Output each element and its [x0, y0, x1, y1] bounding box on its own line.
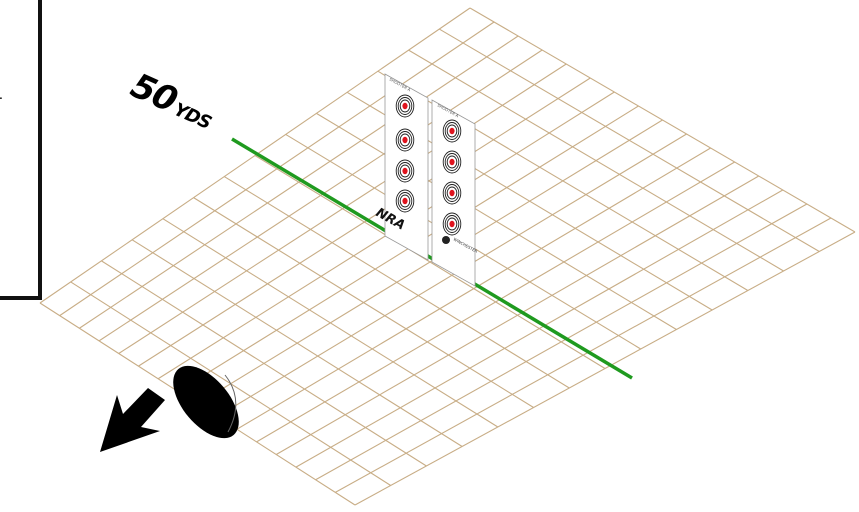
- direction-arrow-icon: [100, 388, 165, 452]
- target-bullseye: [402, 137, 407, 143]
- target-bullseye: [402, 198, 407, 204]
- target-bullseye: [402, 103, 407, 109]
- winchester-logo-icon: [442, 236, 450, 244]
- target-bullseye: [449, 190, 454, 196]
- grid-line: [439, 29, 819, 251]
- target-bullseye: [449, 128, 454, 134]
- target-bullseye: [402, 168, 407, 174]
- target-bullseye: [449, 159, 454, 165]
- grid-line: [194, 198, 534, 408]
- grid-line: [132, 240, 462, 447]
- target-bullseye: [449, 221, 454, 227]
- grid-line: [101, 261, 426, 466]
